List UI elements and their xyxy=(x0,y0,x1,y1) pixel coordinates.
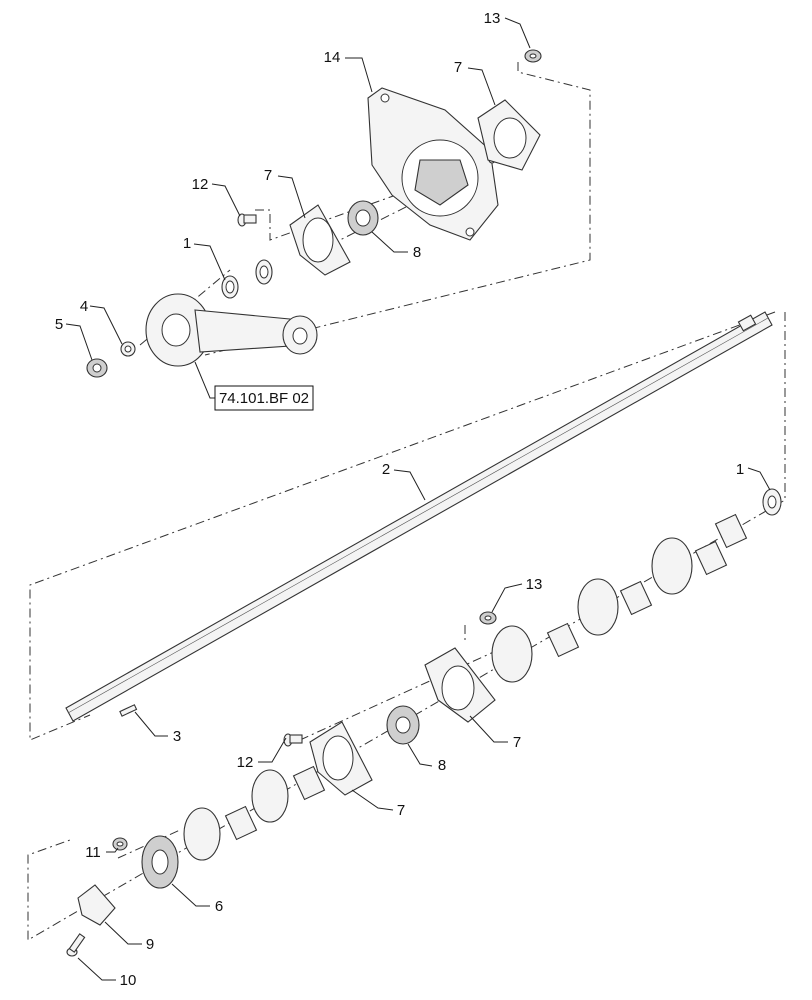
callout-13-mid: 13 xyxy=(526,576,543,593)
callout-12-bottom: 12 xyxy=(237,754,254,771)
callout-5: 5 xyxy=(55,316,63,333)
callout-11: 11 xyxy=(85,844,101,861)
bracket-part-9 xyxy=(77,884,116,926)
flange-bearing-part-7-top-right xyxy=(477,99,541,171)
bearing-part-8-bottom xyxy=(386,705,420,745)
callout-7-mid: 7 xyxy=(513,734,521,751)
callout-7-top-left: 7 xyxy=(264,167,272,184)
callout-4: 4 xyxy=(80,298,88,315)
bolt-part-12-bottom xyxy=(283,733,303,747)
callout-9: 9 xyxy=(146,936,154,953)
shaft-part-2 xyxy=(65,311,773,722)
washer-part-4 xyxy=(120,341,136,357)
clamp-row xyxy=(224,513,748,841)
leader-lines xyxy=(65,17,771,981)
mounting-plate-part-14 xyxy=(367,87,499,241)
callout-13-top: 13 xyxy=(484,10,501,27)
callout-3: 3 xyxy=(173,728,181,745)
washer-part-1-top xyxy=(221,259,273,299)
flange-bearing-part-7-mid xyxy=(424,647,496,723)
callout-1-right: 1 xyxy=(736,461,744,478)
callout-8-bottom: 8 xyxy=(438,757,446,774)
gear-part-6 xyxy=(141,835,179,889)
callout-1-top: 1 xyxy=(183,235,191,252)
screw-part-10 xyxy=(66,933,86,957)
callout-8-top: 8 xyxy=(413,244,421,261)
flange-bearing-part-7-bottom xyxy=(309,721,373,796)
callout-14: 14 xyxy=(324,49,341,66)
callout-12-top: 12 xyxy=(192,176,209,193)
callout-10: 10 xyxy=(120,972,137,989)
callout-2: 2 xyxy=(382,461,390,478)
callout-6: 6 xyxy=(215,898,223,915)
nut-part-11 xyxy=(112,837,128,851)
connecting-arm-assembly xyxy=(145,293,318,367)
callout-7-top-right: 7 xyxy=(454,59,462,76)
nut-part-13-top xyxy=(524,49,542,63)
bolt-part-12-top xyxy=(237,213,257,227)
rotor-disc-row xyxy=(183,537,693,861)
flange-bearing-part-7-top-left xyxy=(289,204,351,276)
nut-part-5 xyxy=(86,358,108,378)
reference-box-label: 74.101.BF 02 xyxy=(219,390,309,407)
callout-labels: 13 14 7 12 7 1 8 4 5 2 1 13 3 7 12 8 7 1… xyxy=(55,10,744,989)
nut-part-13-mid xyxy=(479,611,497,625)
bearing-part-8-top xyxy=(347,200,379,236)
callout-7-bottom: 7 xyxy=(397,802,405,819)
reference-box: 74.101.BF 02 xyxy=(214,385,314,411)
pin-part-3 xyxy=(119,704,138,717)
washer-part-1-right xyxy=(762,488,782,516)
